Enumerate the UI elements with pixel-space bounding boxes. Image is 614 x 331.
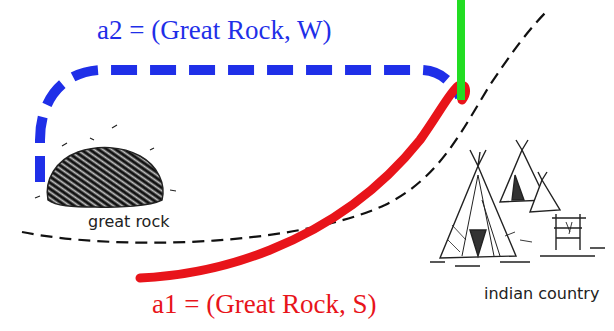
place-label: indian country xyxy=(482,285,601,303)
route-label: a2 = (Great Rock, W) xyxy=(95,16,333,46)
trail-dashed xyxy=(22,10,548,243)
great-rock xyxy=(35,125,176,207)
start-marker xyxy=(457,0,465,100)
route-label: a1 = (Great Rock, S) xyxy=(150,290,378,320)
teepee-camp xyxy=(430,140,605,266)
route-a1 xyxy=(140,85,465,278)
place-label: great rock xyxy=(86,213,171,231)
